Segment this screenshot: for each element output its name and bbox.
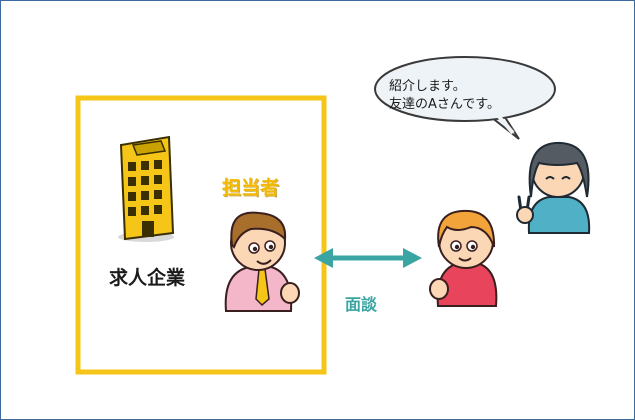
company-label: 求人企業	[109, 267, 186, 289]
friend-person-icon	[516, 141, 591, 234]
office-building-icon	[118, 135, 175, 242]
speech-bubble-line-1: 紹介します。	[389, 79, 466, 94]
company-box	[75, 95, 327, 375]
staff-label: 担当者	[222, 177, 280, 199]
speech-bubble	[374, 56, 556, 140]
candidate-person-icon	[429, 209, 498, 307]
speech-bubble-line-2: 友達のAさんです。	[389, 97, 500, 112]
businessman-icon	[224, 211, 300, 312]
interview-arrow	[314, 248, 422, 268]
interview-label: 面談	[345, 295, 378, 314]
